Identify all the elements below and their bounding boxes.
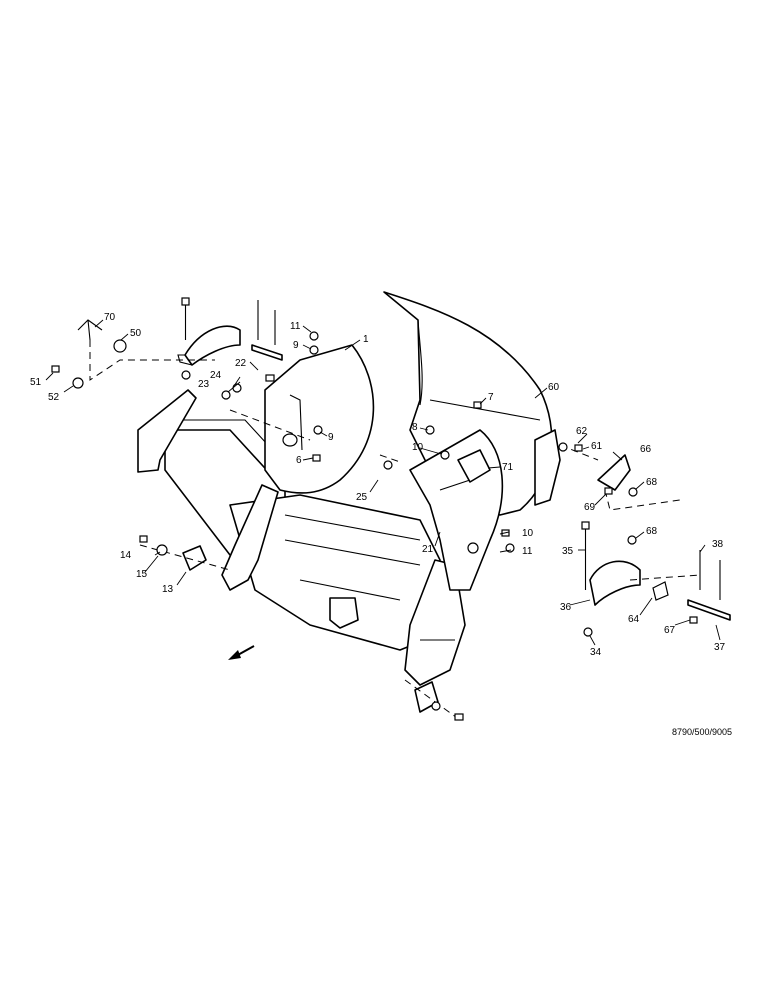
label-38: 38 [712, 539, 724, 550]
label-10a: 10 [412, 442, 424, 453]
main-frame [137, 389, 466, 686]
left-bearing-cap [177, 325, 241, 366]
leader-lines [45, 319, 721, 646]
label-7: 7 [488, 392, 494, 403]
label-67: 67 [664, 625, 676, 636]
label-66: 66 [640, 444, 652, 455]
label-52: 52 [48, 392, 60, 403]
bracket-13 [182, 545, 207, 571]
pin-37 [687, 599, 731, 621]
label-50: 50 [130, 328, 142, 339]
label-23: 23 [198, 379, 210, 390]
right-bearing-cap [589, 560, 641, 606]
part-labels: 70 50 51 52 11 9 1 22 24 23 9 6 60 7 8 1… [30, 312, 726, 658]
reference-code: 8790/500/9005 [672, 727, 732, 737]
left-curved-shield [264, 344, 375, 494]
label-69: 69 [584, 502, 596, 513]
pin-22 [251, 344, 283, 361]
label-8: 8 [412, 422, 418, 433]
label-36: 36 [560, 602, 572, 613]
left-bolt [181, 297, 190, 340]
bracket-71 [457, 449, 491, 483]
label-22: 22 [235, 358, 247, 369]
label-21: 21 [422, 544, 434, 555]
label-51: 51 [30, 377, 42, 388]
side-plate-62 [534, 429, 561, 506]
label-64: 64 [628, 614, 640, 625]
label-9b: 9 [328, 432, 334, 443]
label-24: 24 [210, 370, 222, 381]
label-1: 1 [363, 334, 369, 345]
label-71: 71 [502, 462, 514, 473]
label-11a: 11 [290, 321, 301, 332]
hardware [51, 331, 698, 721]
label-9a: 9 [293, 340, 299, 351]
label-62: 62 [576, 426, 588, 437]
label-11b: 11 [522, 546, 533, 557]
label-68a: 68 [646, 477, 658, 488]
plate-66 [597, 454, 631, 491]
right-bolt [581, 521, 590, 590]
label-6: 6 [296, 455, 302, 466]
label-60: 60 [548, 382, 560, 393]
label-15: 15 [136, 569, 148, 580]
label-37: 37 [714, 642, 726, 653]
label-70: 70 [104, 312, 116, 323]
label-68b: 68 [646, 526, 658, 537]
label-34: 34 [590, 647, 602, 658]
label-25: 25 [356, 492, 368, 503]
handle-70 [77, 319, 127, 353]
rear-hood [383, 291, 553, 516]
label-35: 35 [562, 546, 574, 557]
label-61: 61 [591, 441, 603, 452]
arrow-icon [228, 645, 255, 660]
label-14: 14 [120, 550, 132, 561]
label-13: 13 [162, 584, 174, 595]
label-10b: 10 [522, 528, 534, 539]
